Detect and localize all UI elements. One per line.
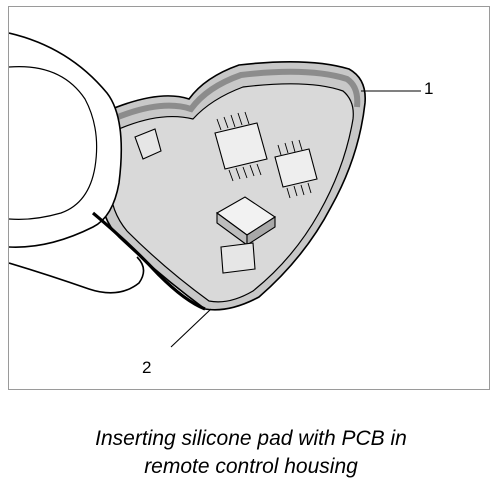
pcb-chip: [134, 128, 162, 160]
figure-caption: Inserting silicone pad with PCB in remot…: [0, 425, 502, 481]
hand-illustration: [9, 66, 98, 220]
pcb-chip: [214, 111, 268, 182]
figure-frame: [8, 6, 490, 390]
hand-illustration: [91, 211, 206, 311]
pcb-chip: [220, 242, 256, 274]
hand-illustration: [9, 32, 123, 248]
leader-line-2: [170, 308, 212, 348]
caption-line-2: remote control housing: [144, 455, 358, 478]
callout-label-1: 1: [424, 79, 434, 98]
pcb-chip: [215, 196, 277, 247]
pcb-chip: [274, 139, 318, 199]
housing-rim: [111, 68, 361, 122]
remote-housing-illustration: [9, 32, 421, 348]
silicone-pad: [109, 83, 354, 303]
callout-label-2: 2: [142, 358, 152, 377]
hand-illustration: [9, 256, 145, 294]
caption-line-1: Inserting silicone pad with PCB in: [95, 427, 407, 450]
